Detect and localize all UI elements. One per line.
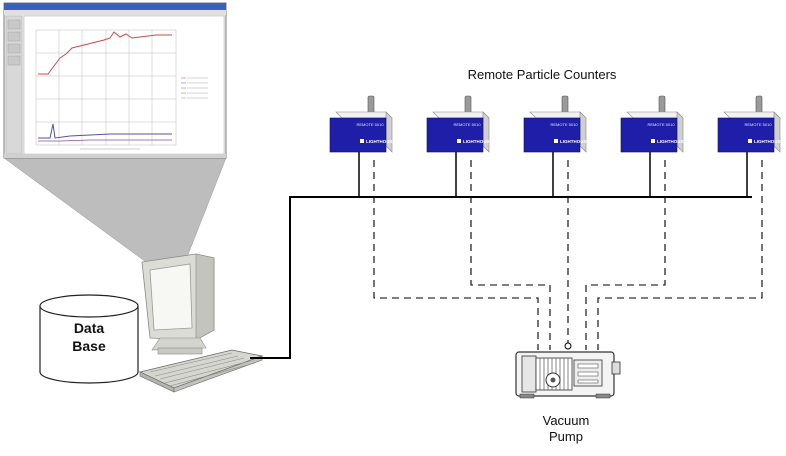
chart-red-series bbox=[38, 31, 172, 75]
chart-purple-series bbox=[38, 139, 172, 142]
software-screenshot bbox=[3, 2, 227, 159]
vacuum-pump-icon bbox=[515, 342, 621, 399]
database-label-line1: Data bbox=[74, 320, 105, 336]
counter-4: REMOTE 5010 LIGHTHOUSE bbox=[620, 95, 687, 197]
svg-text:LIGHTHOUSE: LIGHTHOUSE bbox=[560, 139, 590, 144]
chart-legend bbox=[181, 77, 208, 99]
svg-text:LIGHTHOUSE: LIGHTHOUSE bbox=[463, 139, 493, 144]
database-cylinder-icon bbox=[39, 294, 139, 384]
counter-1: REMOTE 5010 LIGHTHOUSE bbox=[329, 95, 396, 197]
svg-text:LIGHTHOUSE: LIGHTHOUSE bbox=[657, 139, 687, 144]
network-cable bbox=[250, 196, 752, 359]
keyboard-icon bbox=[138, 349, 264, 393]
svg-text:REMOTE 5010: REMOTE 5010 bbox=[453, 122, 481, 127]
counter-5: REMOTE 5010 LIGHTHOUSE bbox=[717, 95, 784, 197]
svg-text:LIGHTHOUSE: LIGHTHOUSE bbox=[754, 139, 784, 144]
pump-label-line1: Vacuum bbox=[543, 413, 590, 428]
counter-2: REMOTE 5010 LIGHTHOUSE bbox=[426, 95, 493, 197]
vacuum-lines bbox=[373, 160, 763, 350]
counter-3: REMOTE 5010 LIGHTHOUSE bbox=[523, 95, 590, 197]
monitor-icon bbox=[141, 253, 215, 355]
pump-label-line2: Pump bbox=[549, 429, 583, 444]
chart-blue-series bbox=[38, 123, 172, 139]
svg-text:REMOTE 5010: REMOTE 5010 bbox=[550, 122, 578, 127]
chart-grid bbox=[35, 29, 177, 146]
zoom-cone bbox=[3, 157, 227, 271]
database-label-line2: Base bbox=[72, 338, 106, 354]
svg-text:REMOTE 5010: REMOTE 5010 bbox=[744, 122, 772, 127]
svg-text:REMOTE 5010: REMOTE 5010 bbox=[356, 122, 384, 127]
svg-text:REMOTE 5010: REMOTE 5010 bbox=[647, 122, 675, 127]
remote-counters-title: Remote Particle Counters bbox=[468, 67, 617, 82]
svg-text:LIGHTHOUSE: LIGHTHOUSE bbox=[366, 139, 396, 144]
